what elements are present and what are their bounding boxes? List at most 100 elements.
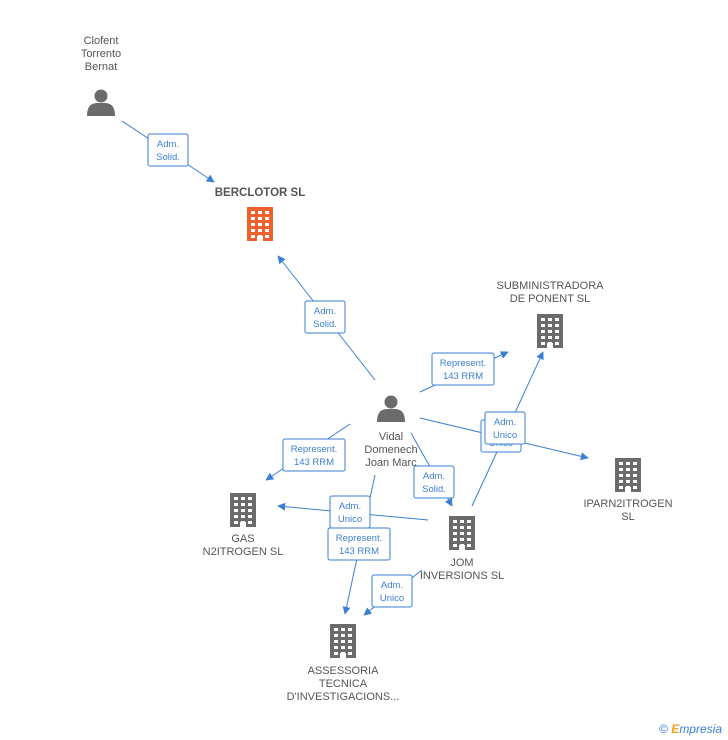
- building-door: [257, 236, 263, 241]
- relation-badge[interactable]: Adm.Solid.: [304, 300, 346, 334]
- brand-initial: E: [671, 722, 680, 736]
- relation-label: Solid.: [422, 484, 446, 495]
- relation-badge[interactable]: Represent.143 RRM: [327, 527, 391, 561]
- relation-badge[interactable]: Represent.143 RRM: [431, 352, 495, 386]
- building-window: [251, 229, 255, 232]
- relation-badge-box: [304, 300, 346, 334]
- building-window: [548, 336, 552, 339]
- node-label: Vidal: [379, 431, 403, 443]
- relation-label: Adm.: [339, 501, 361, 512]
- building-window: [348, 652, 352, 655]
- building-window: [251, 235, 255, 238]
- relation-badge[interactable]: Represent.143 RRM: [282, 438, 346, 472]
- building-window: [619, 468, 623, 471]
- building-window: [334, 652, 338, 655]
- building-window: [453, 538, 457, 541]
- node-label: Joan Marc: [365, 457, 417, 469]
- building-window: [626, 468, 630, 471]
- building-window: [348, 628, 352, 631]
- building-window: [241, 503, 245, 506]
- building-window: [234, 515, 238, 518]
- building-door: [340, 653, 346, 658]
- building-window: [341, 634, 345, 637]
- node-assessoria[interactable]: ASSESSORIATECNICAD'INVESTIGACIONS...: [287, 624, 400, 703]
- relation-badge-box: [282, 438, 346, 472]
- brand-name: mpresia: [679, 722, 722, 736]
- building-window: [555, 318, 559, 321]
- building-window: [334, 634, 338, 637]
- building-window: [548, 330, 552, 333]
- building-window: [548, 324, 552, 327]
- node-label: GAS: [231, 533, 254, 545]
- building-window: [548, 318, 552, 321]
- building-window: [234, 503, 238, 506]
- building-window: [467, 526, 471, 529]
- relation-label: Adm.: [423, 471, 445, 482]
- building-window: [541, 336, 545, 339]
- building-window: [541, 318, 545, 321]
- building-window: [555, 324, 559, 327]
- relation-label: Unico: [493, 430, 517, 441]
- relation-label: Solid.: [156, 152, 180, 163]
- relation-badge-box: [329, 495, 371, 529]
- building-window: [248, 515, 252, 518]
- building-window: [265, 223, 269, 226]
- building-window: [241, 497, 245, 500]
- building-window: [234, 509, 238, 512]
- building-window: [626, 480, 630, 483]
- relation-badge[interactable]: Adm. Unico: [371, 574, 413, 608]
- relation-label: 143 RRM: [294, 457, 334, 468]
- footer-brand[interactable]: © Empresia: [659, 722, 722, 736]
- node-label: Clofent: [84, 35, 119, 47]
- relation-badge[interactable]: Adm. Solid.: [147, 133, 189, 167]
- building-window: [619, 480, 623, 483]
- relation-badge-box: [431, 352, 495, 386]
- node-label: DE PONENT SL: [510, 293, 591, 305]
- building-door: [459, 545, 465, 550]
- relation-badge[interactable]: Adm.Unico: [484, 411, 526, 445]
- person-head: [384, 395, 398, 409]
- relation-badge-box: [484, 411, 526, 445]
- relation-label: Represent.: [336, 533, 382, 544]
- building-window: [633, 480, 637, 483]
- building-window: [248, 509, 252, 512]
- building-window: [251, 223, 255, 226]
- node-label: Domenech: [364, 444, 417, 456]
- building-window: [234, 497, 238, 500]
- relation-label: Adm.: [381, 580, 403, 591]
- relation-badge[interactable]: Adm. Solid.: [413, 465, 455, 499]
- building-icon: [615, 458, 641, 492]
- node-label: ASSESSORIA: [308, 665, 380, 677]
- building-window: [626, 474, 630, 477]
- building-window: [555, 330, 559, 333]
- building-window: [251, 211, 255, 214]
- relation-badge[interactable]: Adm.Unico: [329, 495, 371, 529]
- relation-label: Adm.: [314, 306, 336, 317]
- relation-badge-box: [147, 133, 189, 167]
- building-window: [348, 640, 352, 643]
- relation-label: Adm.: [157, 139, 179, 150]
- person-head: [94, 89, 108, 103]
- building-icon: [449, 516, 475, 550]
- building-window: [341, 628, 345, 631]
- building-window: [258, 217, 262, 220]
- node-label: SL: [621, 511, 634, 523]
- relation-label: Unico: [380, 593, 404, 604]
- building-window: [453, 526, 457, 529]
- building-window: [633, 462, 637, 465]
- node-label: TECNICA: [319, 678, 368, 690]
- relation-badge-box: [371, 574, 413, 608]
- building-window: [467, 544, 471, 547]
- copyright-symbol: ©: [659, 722, 668, 736]
- node-label: Torrento: [81, 48, 121, 60]
- node-berclotor[interactable]: BERCLOTOR SL: [215, 187, 306, 241]
- building-window: [541, 342, 545, 345]
